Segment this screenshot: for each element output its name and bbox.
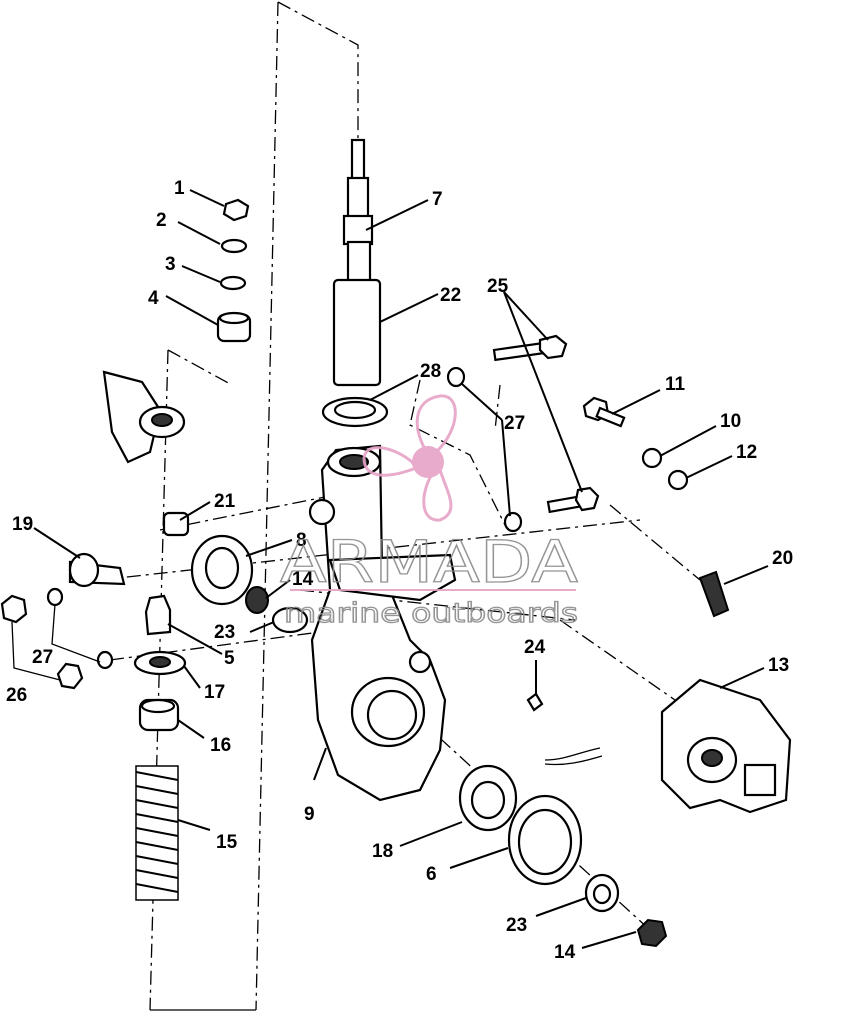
nut-left	[0, 594, 28, 624]
callout-12: 12	[736, 442, 757, 463]
washer-upper	[220, 238, 248, 254]
callout-1: 1	[174, 178, 185, 199]
callout-23-upper: 23	[214, 622, 235, 643]
bracket-arm	[102, 370, 186, 464]
propeller-logo-icon	[362, 394, 457, 522]
callout-18: 18	[372, 841, 393, 862]
adapter-fitting	[144, 594, 172, 636]
callout-20: 20	[772, 548, 793, 569]
callout-26: 26	[6, 685, 27, 706]
callout-11: 11	[665, 374, 686, 395]
callout-27-upper: 27	[504, 413, 525, 434]
callout-27-lower: 27	[32, 647, 53, 668]
brand-watermark: ARMADA marine outboards	[279, 394, 579, 630]
callout-2: 2	[156, 210, 167, 231]
callout-13: 13	[768, 655, 789, 676]
key	[698, 570, 730, 618]
callout-19: 19	[12, 514, 33, 535]
watermark-brand: ARMADA	[280, 528, 578, 596]
shaft	[342, 138, 374, 284]
leader-lines	[11, 189, 769, 949]
callout-14-lower: 14	[554, 942, 576, 963]
callout-7: 7	[432, 189, 443, 210]
washer-lower	[219, 275, 247, 291]
callout-21: 21	[214, 491, 236, 512]
bolt-11	[582, 396, 626, 428]
callout-25: 25	[487, 276, 509, 297]
washer-lower-right	[503, 511, 523, 533]
bolt-upper	[492, 334, 568, 362]
callout-labels: 1 2 3 4 7 22 25 28 27 11 10 12 21 19 8 1…	[6, 178, 793, 963]
nut-lower	[636, 918, 668, 948]
callout-5: 5	[224, 648, 235, 669]
small-nut	[245, 586, 269, 614]
callout-15: 15	[216, 832, 238, 853]
callout-6: 6	[426, 864, 437, 885]
callout-10: 10	[720, 411, 741, 432]
pin	[526, 692, 544, 712]
callout-22: 22	[440, 285, 461, 306]
mount-housing	[660, 678, 792, 814]
bolt-lower	[546, 486, 600, 514]
nut-mid	[56, 662, 84, 690]
callout-4: 4	[148, 288, 159, 309]
callout-3: 3	[165, 254, 176, 275]
washer-left	[46, 587, 64, 607]
callout-9: 9	[304, 804, 315, 825]
washer-12	[667, 469, 689, 491]
assembly-centerlines	[99, 1, 701, 1011]
wire-lead	[544, 747, 603, 766]
watermark-tagline: marine outboards	[284, 598, 578, 629]
part-shapes	[0, 138, 792, 948]
spacer-washer	[271, 606, 309, 634]
callout-28: 28	[420, 361, 441, 382]
callout-23-lower: 23	[506, 915, 527, 936]
washer-upper-right	[446, 366, 466, 388]
callout-8: 8	[296, 530, 307, 551]
coil-spring	[135, 765, 179, 901]
washer-10	[641, 447, 663, 469]
nut	[222, 198, 250, 222]
callout-16: 16	[210, 735, 231, 756]
callout-14-upper: 14	[292, 569, 314, 590]
callout-17: 17	[204, 682, 225, 703]
sleeve	[332, 278, 382, 387]
pivot-housing	[308, 444, 457, 802]
washer-mid	[96, 650, 114, 670]
callout-24: 24	[524, 637, 546, 658]
